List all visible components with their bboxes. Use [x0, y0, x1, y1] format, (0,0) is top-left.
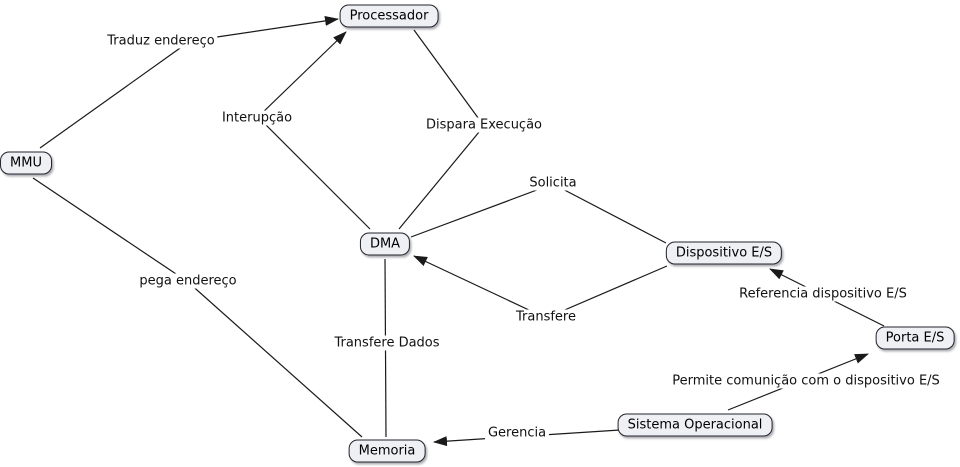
edge-label-solicita[interactable]: Solicita	[526, 175, 580, 191]
edge-label-dispara-execucao[interactable]: Dispara Execução	[422, 117, 546, 133]
edge-label-transfere[interactable]: Transfere	[513, 309, 579, 325]
node-dispositivo-es[interactable]: Dispositivo E/S	[665, 241, 783, 265]
edge-label-traduz-endereco[interactable]: Traduz endereço	[104, 33, 218, 49]
node-porta-es[interactable]: Porta E/S	[875, 326, 955, 350]
node-dma[interactable]: DMA	[359, 232, 411, 256]
edge-label-interupcao[interactable]: Interupção	[218, 110, 296, 126]
edge-label-referencia-dispositivo[interactable]: Referencia dispositivo E/S	[736, 286, 910, 302]
edge-label-pega-endereco[interactable]: pega endereço	[136, 273, 240, 289]
node-processador[interactable]: Processador	[339, 4, 439, 28]
node-mmu[interactable]: MMU	[0, 151, 52, 175]
edge-line-solicita	[410, 183, 667, 244]
edge-label-permite-comunicao[interactable]: Permite comunição com o dispositivo E/S	[669, 373, 943, 389]
edge-line-pega-endereco	[32, 177, 363, 438]
edge-label-transfere-dados[interactable]: Transfere Dados	[331, 335, 443, 351]
node-sistema-operacional[interactable]: Sistema Operacional	[617, 413, 773, 437]
edge-line-interupcao	[257, 31, 371, 230]
node-memoria[interactable]: Memoria	[348, 439, 426, 463]
edge-label-gerencia[interactable]: Gerencia	[484, 425, 550, 441]
